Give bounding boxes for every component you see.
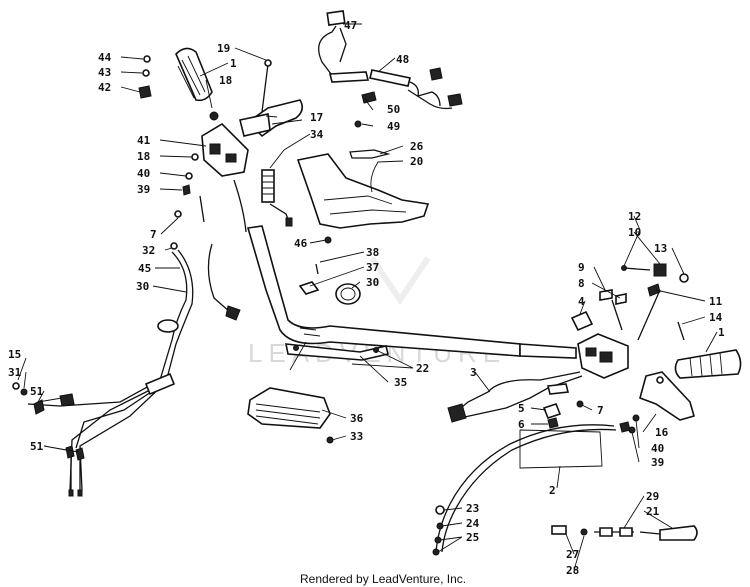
- handlebar-cover: [296, 149, 430, 229]
- callout-7-right: 7: [597, 404, 604, 417]
- callout-8: 8: [578, 277, 585, 290]
- callout-24: 24: [466, 517, 480, 530]
- callout-14: 14: [709, 311, 723, 324]
- left-grip: [175, 47, 213, 102]
- callout-42: 42: [98, 81, 111, 94]
- left-control-housing: [201, 111, 249, 177]
- callout-39-right: 39: [651, 456, 664, 469]
- cable-ends-27-28: [551, 525, 698, 541]
- callout-30-left: 30: [136, 280, 149, 293]
- riser-clamp: [298, 263, 361, 305]
- callout-11: 11: [709, 295, 723, 308]
- callout-39-left: 39: [137, 183, 150, 196]
- right-grip: [674, 349, 742, 379]
- callout-21: 21: [646, 505, 660, 518]
- callout-7-left: 7: [150, 228, 157, 241]
- bolt-19: [261, 59, 272, 113]
- callout-50: 50: [387, 103, 400, 116]
- callout-40-left: 40: [137, 167, 150, 180]
- handlebar: [246, 225, 577, 359]
- callout-43: 43: [98, 66, 111, 79]
- callout-22: 22: [416, 362, 429, 375]
- callout-49: 49: [387, 120, 400, 133]
- left-cable-ends: [12, 382, 85, 497]
- right-small-parts: [599, 263, 689, 341]
- callout-33: 33: [350, 430, 363, 443]
- grip-warmer-block: [247, 387, 334, 444]
- callout-labels: 47 48 50 49 44 43 42 19 1 18 17 34 41 18…: [8, 19, 725, 577]
- callout-5: 5: [518, 402, 525, 415]
- callout-35: 35: [394, 376, 407, 389]
- callout-41: 41: [137, 134, 151, 147]
- callout-44: 44: [98, 51, 112, 64]
- callout-10: 10: [628, 226, 641, 239]
- callout-18: 18: [137, 150, 150, 163]
- callout-31: 31: [8, 366, 22, 379]
- callout-38: 38: [366, 246, 379, 259]
- wire-48: [328, 67, 463, 110]
- callout-40-right: 40: [651, 442, 664, 455]
- left-cable-bundle: [27, 179, 247, 491]
- callout-3: 3: [470, 366, 477, 379]
- leader-lines: [17, 23, 718, 571]
- callout-4: 4: [578, 295, 585, 308]
- footer-credit: Rendered by LeadVenture, Inc.: [300, 572, 466, 586]
- callout-1-right: 1: [718, 326, 725, 339]
- right-brake-lever: [628, 371, 695, 434]
- callout-48: 48: [396, 53, 409, 66]
- callout-30-center: 30: [366, 276, 379, 289]
- right-cable-parts: [447, 371, 584, 429]
- left-small-parts: [174, 153, 205, 223]
- right-control-housing: [570, 310, 629, 379]
- callout-51-upper: 51: [30, 385, 44, 398]
- bracket-plate-2: [519, 429, 603, 469]
- callout-23: 23: [466, 502, 479, 515]
- brake-lever: [239, 99, 304, 138]
- callout-18-top: 18: [219, 74, 232, 87]
- switch-34: [261, 169, 293, 227]
- callout-17: 17: [310, 111, 323, 124]
- callout-34: 34: [310, 128, 324, 141]
- callout-12: 12: [628, 210, 641, 223]
- callout-6: 6: [518, 418, 525, 431]
- callout-36: 36: [350, 412, 364, 425]
- throttle-small-parts: [138, 55, 152, 99]
- callout-45: 45: [138, 262, 151, 275]
- callout-28: 28: [566, 564, 579, 577]
- callout-26: 26: [410, 140, 424, 153]
- callout-1-left: 1: [230, 57, 237, 70]
- callout-37: 37: [366, 261, 379, 274]
- callout-29: 29: [646, 490, 659, 503]
- callout-9: 9: [578, 261, 585, 274]
- callout-2: 2: [549, 484, 556, 497]
- callout-47: 47: [344, 19, 357, 32]
- callout-46: 46: [294, 237, 308, 250]
- callout-51-lower: 51: [30, 440, 44, 453]
- callout-13: 13: [654, 242, 667, 255]
- callout-27: 27: [566, 548, 579, 561]
- callout-16: 16: [655, 426, 669, 439]
- callout-25: 25: [466, 531, 479, 544]
- callout-15: 15: [8, 348, 21, 361]
- callout-32: 32: [142, 244, 155, 257]
- callout-19: 19: [217, 42, 230, 55]
- callout-20: 20: [410, 155, 423, 168]
- wires-47: [318, 10, 347, 79]
- watermark-logo: [369, 256, 431, 306]
